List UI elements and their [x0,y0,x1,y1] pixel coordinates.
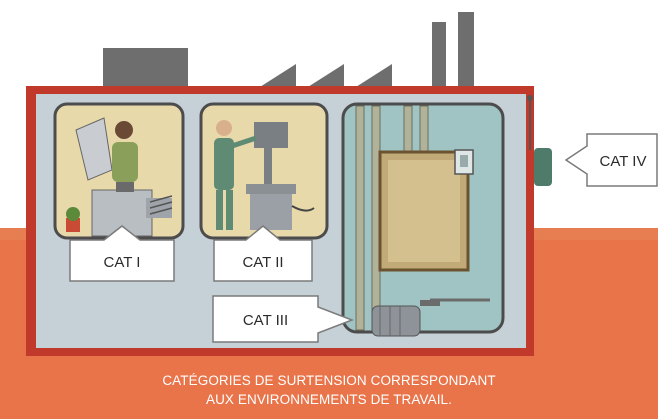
roof-block [103,48,188,90]
arrow-cat2 [213,225,313,282]
arrow-cat4 [564,133,658,187]
drill-press-base [250,194,292,230]
person-body [112,142,138,182]
roof-tooth-2 [300,64,344,92]
roof-tooth-1 [252,64,296,92]
drill-press-head [254,122,288,148]
arrow-cat1 [69,225,175,282]
worker-head [216,120,232,136]
worker-body [214,138,234,190]
label-cat2: CAT II [242,253,284,271]
chimney-left [432,22,446,92]
room-cat1 [53,102,185,240]
label-cat3: CAT III [242,311,289,329]
service-entrance-box [534,148,552,186]
person-head [115,121,133,139]
motor [371,305,421,337]
roof-tooth-3 [348,64,392,92]
room-cat3 [341,102,505,337]
caption-line-1: CATÉGORIES DE SURTENSION CORRESPONDANT [162,373,496,388]
room-cat2 [199,102,329,240]
chimney-right [458,12,474,92]
label-cat4: CAT IV [599,152,647,170]
label-cat1: CAT I [103,253,141,271]
caption-line-2: AUX ENVIRONNEMENTS DE TRAVAIL. [205,392,453,407]
plant-pot [66,218,80,232]
arrow-cat3 [212,295,355,343]
